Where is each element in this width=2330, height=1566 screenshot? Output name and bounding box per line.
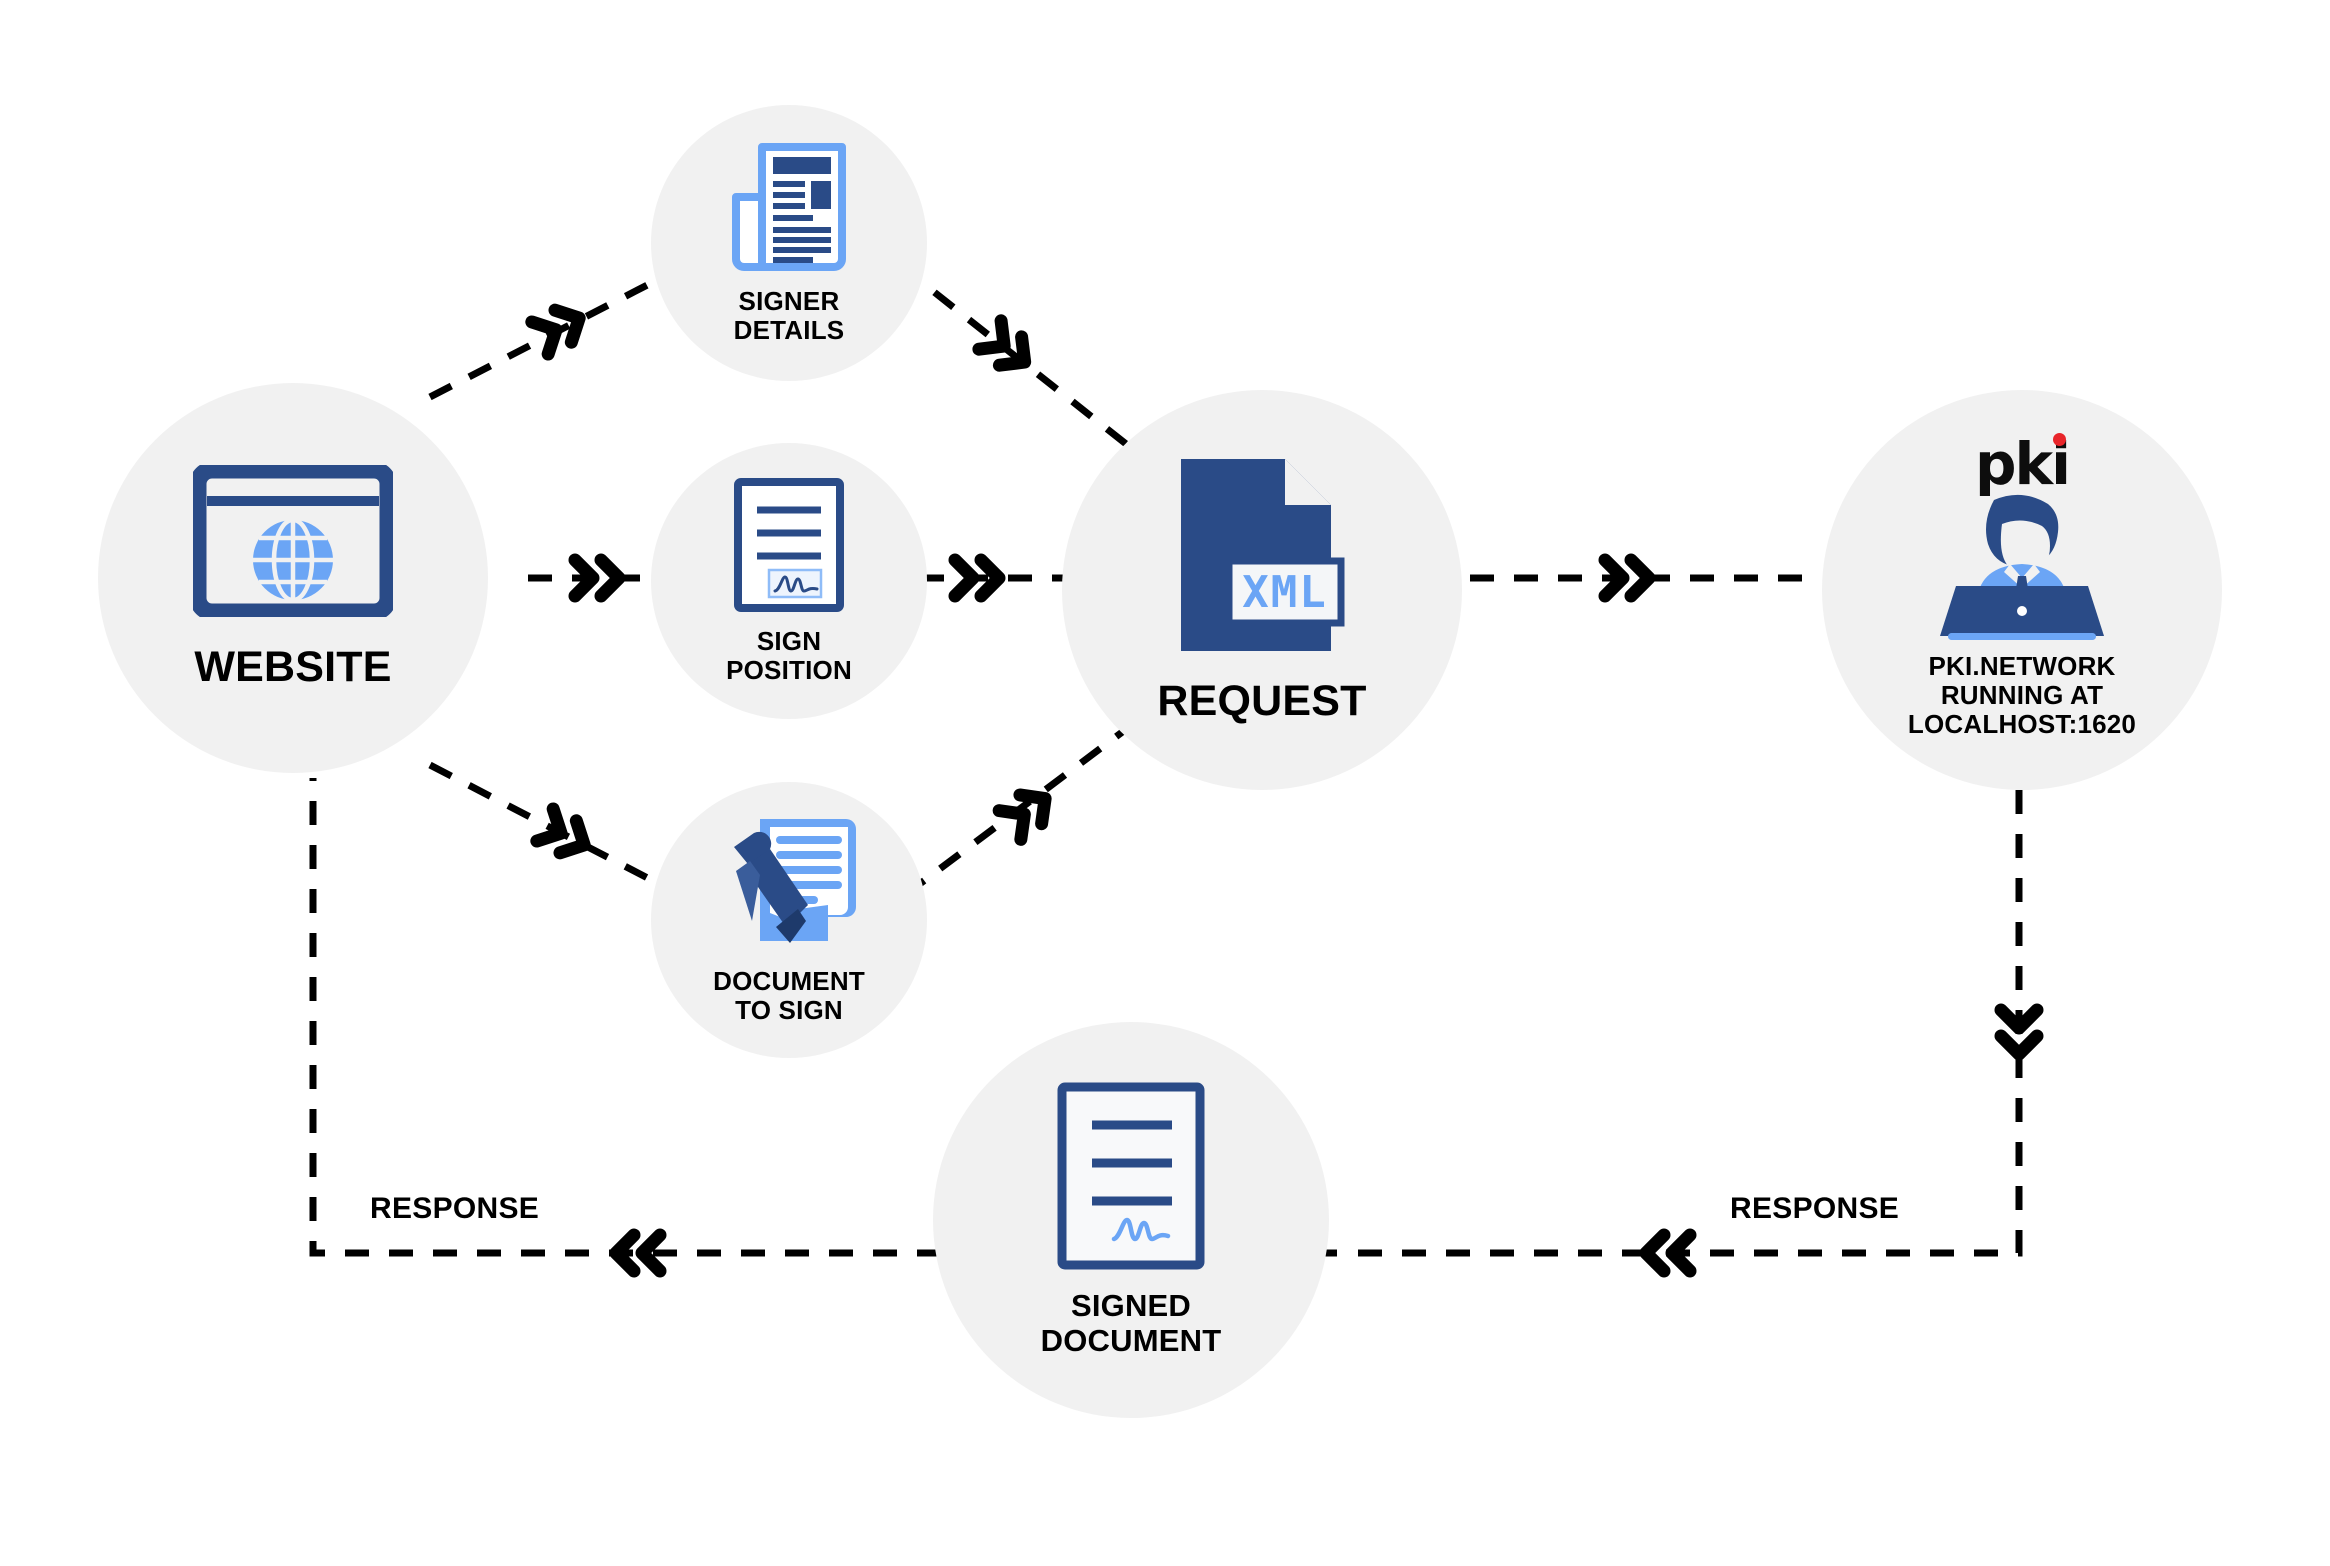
node-website-label: WEBSITE — [194, 642, 392, 691]
node-signer-details[interactable]: SIGNER DETAILS — [651, 105, 927, 381]
edge-pki-response — [1345, 790, 2023, 1257]
node-sign-position-label: SIGN POSITION — [726, 625, 852, 685]
edge-signer-request — [897, 262, 1143, 458]
newspaper-document-icon — [728, 141, 850, 273]
edge-website-doctosign — [428, 761, 692, 904]
node-sign-position[interactable]: SIGN POSITION — [651, 443, 927, 719]
node-signed-document[interactable]: SIGNED DOCUMENT — [933, 1022, 1329, 1418]
document-pen-icon — [714, 815, 864, 953]
xml-file-icon: XML — [1177, 455, 1347, 655]
node-signed-document-label: SIGNED DOCUMENT — [1040, 1288, 1222, 1358]
pki-logo-red-dot-icon — [2052, 433, 2066, 447]
node-request[interactable]: XML REQUEST — [1062, 390, 1462, 790]
edge-label-response-left: RESPONSE — [370, 1192, 540, 1225]
person-laptop-icon — [1932, 490, 2112, 640]
node-document-to-sign[interactable]: DOCUMENT TO SIGN — [651, 782, 927, 1058]
pki-logo: pki — [1975, 433, 2071, 493]
node-website[interactable]: WEBSITE — [98, 383, 488, 773]
node-document-to-sign-label: DOCUMENT TO SIGN — [713, 965, 865, 1025]
edge-website-signer — [428, 259, 692, 401]
xml-file-text: XML — [1242, 567, 1327, 618]
node-pki-network[interactable]: pki PKI.NETWORK RUNNING AT LOCALHOST:162… — [1822, 390, 2222, 790]
signed-document-icon — [1056, 1081, 1206, 1271]
edge-label-response-right: RESPONSE — [1730, 1192, 1900, 1225]
browser-globe-icon — [193, 464, 393, 617]
node-request-label: REQUEST — [1157, 676, 1367, 725]
node-pki-network-label: PKI.NETWORK RUNNING AT LOCALHOST:1620 — [1907, 650, 2137, 739]
node-signer-details-label: SIGNER DETAILS — [733, 285, 845, 345]
edge-doctosign-request — [902, 712, 1148, 898]
document-signature-box-icon — [733, 477, 845, 613]
